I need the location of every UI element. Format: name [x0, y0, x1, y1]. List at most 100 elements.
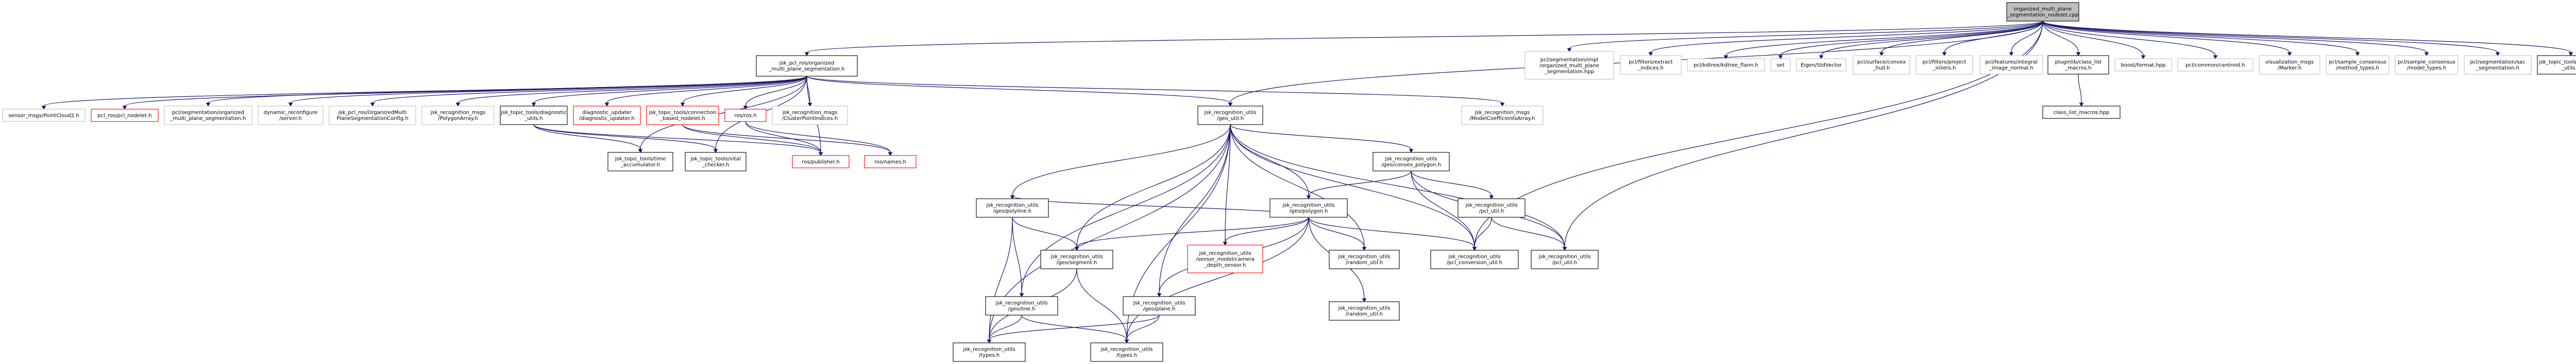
graph-node-n-ros-names[interactable]: ros/names.h [864, 155, 917, 168]
edge-n-ros-h-to-n-ros-pub [745, 121, 821, 153]
node-label-line: PlaneSegmentationConfig.h [336, 116, 408, 122]
node-label-line: _indices.h [1637, 65, 1664, 71]
node-box [756, 55, 858, 77]
graph-node-n-polyarray[interactable]: jsk_recognition_msgs/PolygonArray.h [421, 106, 495, 125]
node-box [1040, 250, 1113, 269]
graph-node-n-cam-depth[interactable]: jsk_recognition_utils/sensor_model/camer… [1187, 245, 1263, 273]
node-label-line: /ClusterPointIndices.h [782, 116, 838, 122]
edge-root-to-n-pluginlib [2042, 21, 2079, 53]
graph-node-n-pcl-conv[interactable]: jsk_recognition_utils/pcl_conversion_uti… [1430, 250, 1519, 269]
node-box [1531, 250, 1599, 269]
edge-main-h-to-n-pcl-seg-h [208, 76, 807, 103]
graph-node-n-cfg[interactable]: jsk_pcl_ros/OrganizedMultiPlaneSegmentat… [329, 106, 416, 125]
node-label-line: jsk_recognition_msgs [1475, 110, 1530, 116]
edge-root-to-n-centroid [2042, 21, 2216, 56]
edge-n-conn-nodelet-to-n-ros-names [682, 124, 891, 153]
edge-arrowhead [888, 152, 893, 156]
graph-node-n-ros-h[interactable]: ros/ros.h [724, 109, 767, 122]
graph-node-n-diag-updater[interactable]: diagnostic_updater/diagnostic_updater.h [573, 106, 641, 125]
graph-node-n-vis[interactable]: visualization_msgs/Marker.h [2259, 55, 2320, 75]
graph-node-n-random[interactable]: jsk_recognition_utils/random_util.h [1329, 250, 1400, 269]
node-box [646, 106, 719, 125]
graph-node-n-eigen[interactable]: Eigen/StdVector [1796, 58, 1846, 72]
graph-node-n-geo-plane[interactable]: jsk_recognition_utils/geo/plane.h [1123, 296, 1196, 316]
edge-main-h-to-n-conn-nodelet [682, 76, 807, 103]
graph-node-n-convex[interactable]: pcl/surface/convex_hull.h [1853, 55, 1910, 75]
edge-arrowhead [804, 52, 809, 56]
graph-node-n-pcl-seg-h[interactable]: pcl/segmentation/organized_multi_plane_s… [164, 106, 252, 125]
graph-node-n-geo-line[interactable]: jsk_recognition_utils/geo/line.h [985, 296, 1058, 316]
graph-node-n-integral[interactable]: pcl/features/integral_image_normal.h [1979, 55, 2043, 75]
graph-node-n-set[interactable]: set [1770, 58, 1791, 72]
graph-node-n-segment[interactable]: jsk_recognition_utils/geo/segment.h [1040, 250, 1113, 269]
graph-node-n-geo-util[interactable]: jsk_recognition_utils/geo_util.h [1197, 106, 1263, 125]
graph-node-n-types-b[interactable]: jsk_recognition_utils/types.h [1090, 342, 1163, 362]
node-label-line: jsk_recognition_msgs [430, 110, 486, 116]
graph-node-n-sample2[interactable]: pcl/sample_consensus/model_types.h [2395, 55, 2459, 75]
graph-node-n-topic-utils[interactable]: jsk_topic_tools/rosparam_utils.h [2537, 55, 2576, 75]
graph-node-n-sample1[interactable]: pcl/sample_consensus/method_types.h [2326, 55, 2389, 75]
graph-node-n-time-acc[interactable]: jsk_topic_tools/time_accumulator.h [607, 152, 673, 171]
graph-node-n-convex-poly[interactable]: jsk_recognition_utils/geo/convex_polygon… [1372, 152, 1450, 171]
graph-node-n-sensor-pc2[interactable]: sensor_msgs/PointCloud2.h [2, 109, 86, 122]
graph-node-n-polygon[interactable]: jsk_recognition_utils/geo/polygon.h [1269, 198, 1348, 218]
graph-node-n-boost[interactable]: boost/format.hpp [2114, 58, 2172, 72]
graph-node-n-random-b[interactable]: jsk_recognition_utils/random_util.h [1329, 301, 1400, 321]
node-box [2047, 55, 2109, 75]
node-box [500, 106, 568, 125]
graph-node-n-ros-pub[interactable]: ros/publisher.h [792, 155, 850, 168]
node-box [685, 152, 747, 171]
edge-root-to-n-convex [1881, 21, 2043, 53]
edge-n-geo-util-to-n-polyline [1012, 124, 1231, 196]
node-label-line: _inliers.h [1933, 65, 1956, 71]
graph-node-n-conn-nodelet[interactable]: jsk_topic_tools/connection_based_nodelet… [646, 106, 719, 125]
node-label-line: class_list_macros.hpp [2054, 110, 2109, 115]
node-box [573, 106, 641, 125]
graph-node-n-pcl-ros-nodelet[interactable]: pcl_ros/pcl_nodelet.h [91, 109, 159, 122]
graph-node-n-model-coeff[interactable]: jsk_recognition_msgs/ModelCoefficientsAr… [1461, 106, 1544, 125]
graph-node-n-centroid[interactable]: pcl/common/centroid.h [2177, 58, 2253, 72]
node-box [607, 152, 673, 171]
graph-node-n-diag-utils[interactable]: jsk_topic_tools/diagnostic_utils.h [500, 106, 568, 125]
node-box [1197, 106, 1263, 125]
edge-main-h-to-n-polyarray [457, 76, 807, 103]
graph-node-n-cls-macros[interactable]: class_list_macros.hpp [2042, 106, 2121, 119]
edge-n-pluginlib-to-n-cls-macros [2078, 74, 2082, 103]
graph-node-n-polyline[interactable]: jsk_recognition_utils/geo/polyline.h [976, 198, 1049, 218]
graph-node-n-vital[interactable]: jsk_topic_tools/vital_checker.h [685, 152, 747, 171]
graph-node-n-extract[interactable]: pcl/filters/extract_indices.h [1620, 55, 1682, 75]
edge-n-polygon-to-n-random [1308, 217, 1365, 248]
edge-main-h-to-n-time-acc [640, 76, 807, 150]
edge-arrowhead [1074, 247, 1079, 251]
graph-node-n-cluster-idx[interactable]: jsk_recognition_msgs/ClusterPointIndices… [772, 106, 848, 125]
edge-root-to-n-eigen [1821, 21, 2043, 56]
graph-node-main-h[interactable]: jsk_pcl_ros/organized_multi_plane_segmen… [756, 55, 858, 77]
graph-node-n-draw[interactable]: pcl/kdtree/kdtree_flann.h [1687, 58, 1765, 72]
node-label-line: jsk_recognition_utils [1337, 254, 1390, 260]
graph-node-n-types-a[interactable]: jsk_recognition_utils/types.h [953, 342, 1026, 362]
graph-node-n-pcl-util-b[interactable]: jsk_recognition_utils/pcl_util.h [1531, 250, 1599, 269]
node-label-line: pcl_ros/pcl_nodelet.h [97, 113, 151, 118]
node-label-line: /random_util.h [1346, 311, 1383, 317]
graph-node-n-pluginlib[interactable]: pluginlib/class_list_macros.h [2047, 55, 2109, 75]
edge-n-diag-utils-to-n-vital [533, 124, 716, 150]
node-box [1796, 58, 1846, 72]
edge-arrowhead [1362, 247, 1367, 251]
graph-node-root[interactable]: organized_multi_plane_segmentation_nodel… [2006, 2, 2079, 22]
edge-n-geo-util-to-n-convex-poly [1230, 124, 1412, 150]
node-label-line: _multi_plane_segmentation.h [170, 116, 246, 122]
node-label-line: pcl/surface/convex [1857, 60, 1906, 65]
edge-arrowhead [41, 106, 46, 110]
graph-node-n-pcl-seg-cpp[interactable]: pcl/segmentation/impl/organized_multi_pl… [1524, 51, 1614, 80]
edge-arrowhead [455, 102, 461, 107]
node-label-line: _multi_plane_segmentation.h [769, 66, 845, 72]
edge-arrowhead [206, 102, 211, 107]
edge-arrowhead [1124, 339, 1129, 343]
edge-arrowhead [1019, 293, 1024, 297]
graph-node-n-pcl-util-a[interactable]: jsk_recognition_utils/pcl_util.h [1458, 198, 1526, 218]
graph-node-n-sac[interactable]: pcl/segmentation/sac_segmentation.h [2464, 55, 2532, 75]
graph-node-n-project[interactable]: pcl/filters/project_inliers.h [1916, 55, 1973, 75]
graph-node-n-dyn-reconf[interactable]: dynamic_reconfigure/server.h [258, 106, 324, 125]
edge-n-ros-h-to-n-ros-names [745, 121, 891, 153]
